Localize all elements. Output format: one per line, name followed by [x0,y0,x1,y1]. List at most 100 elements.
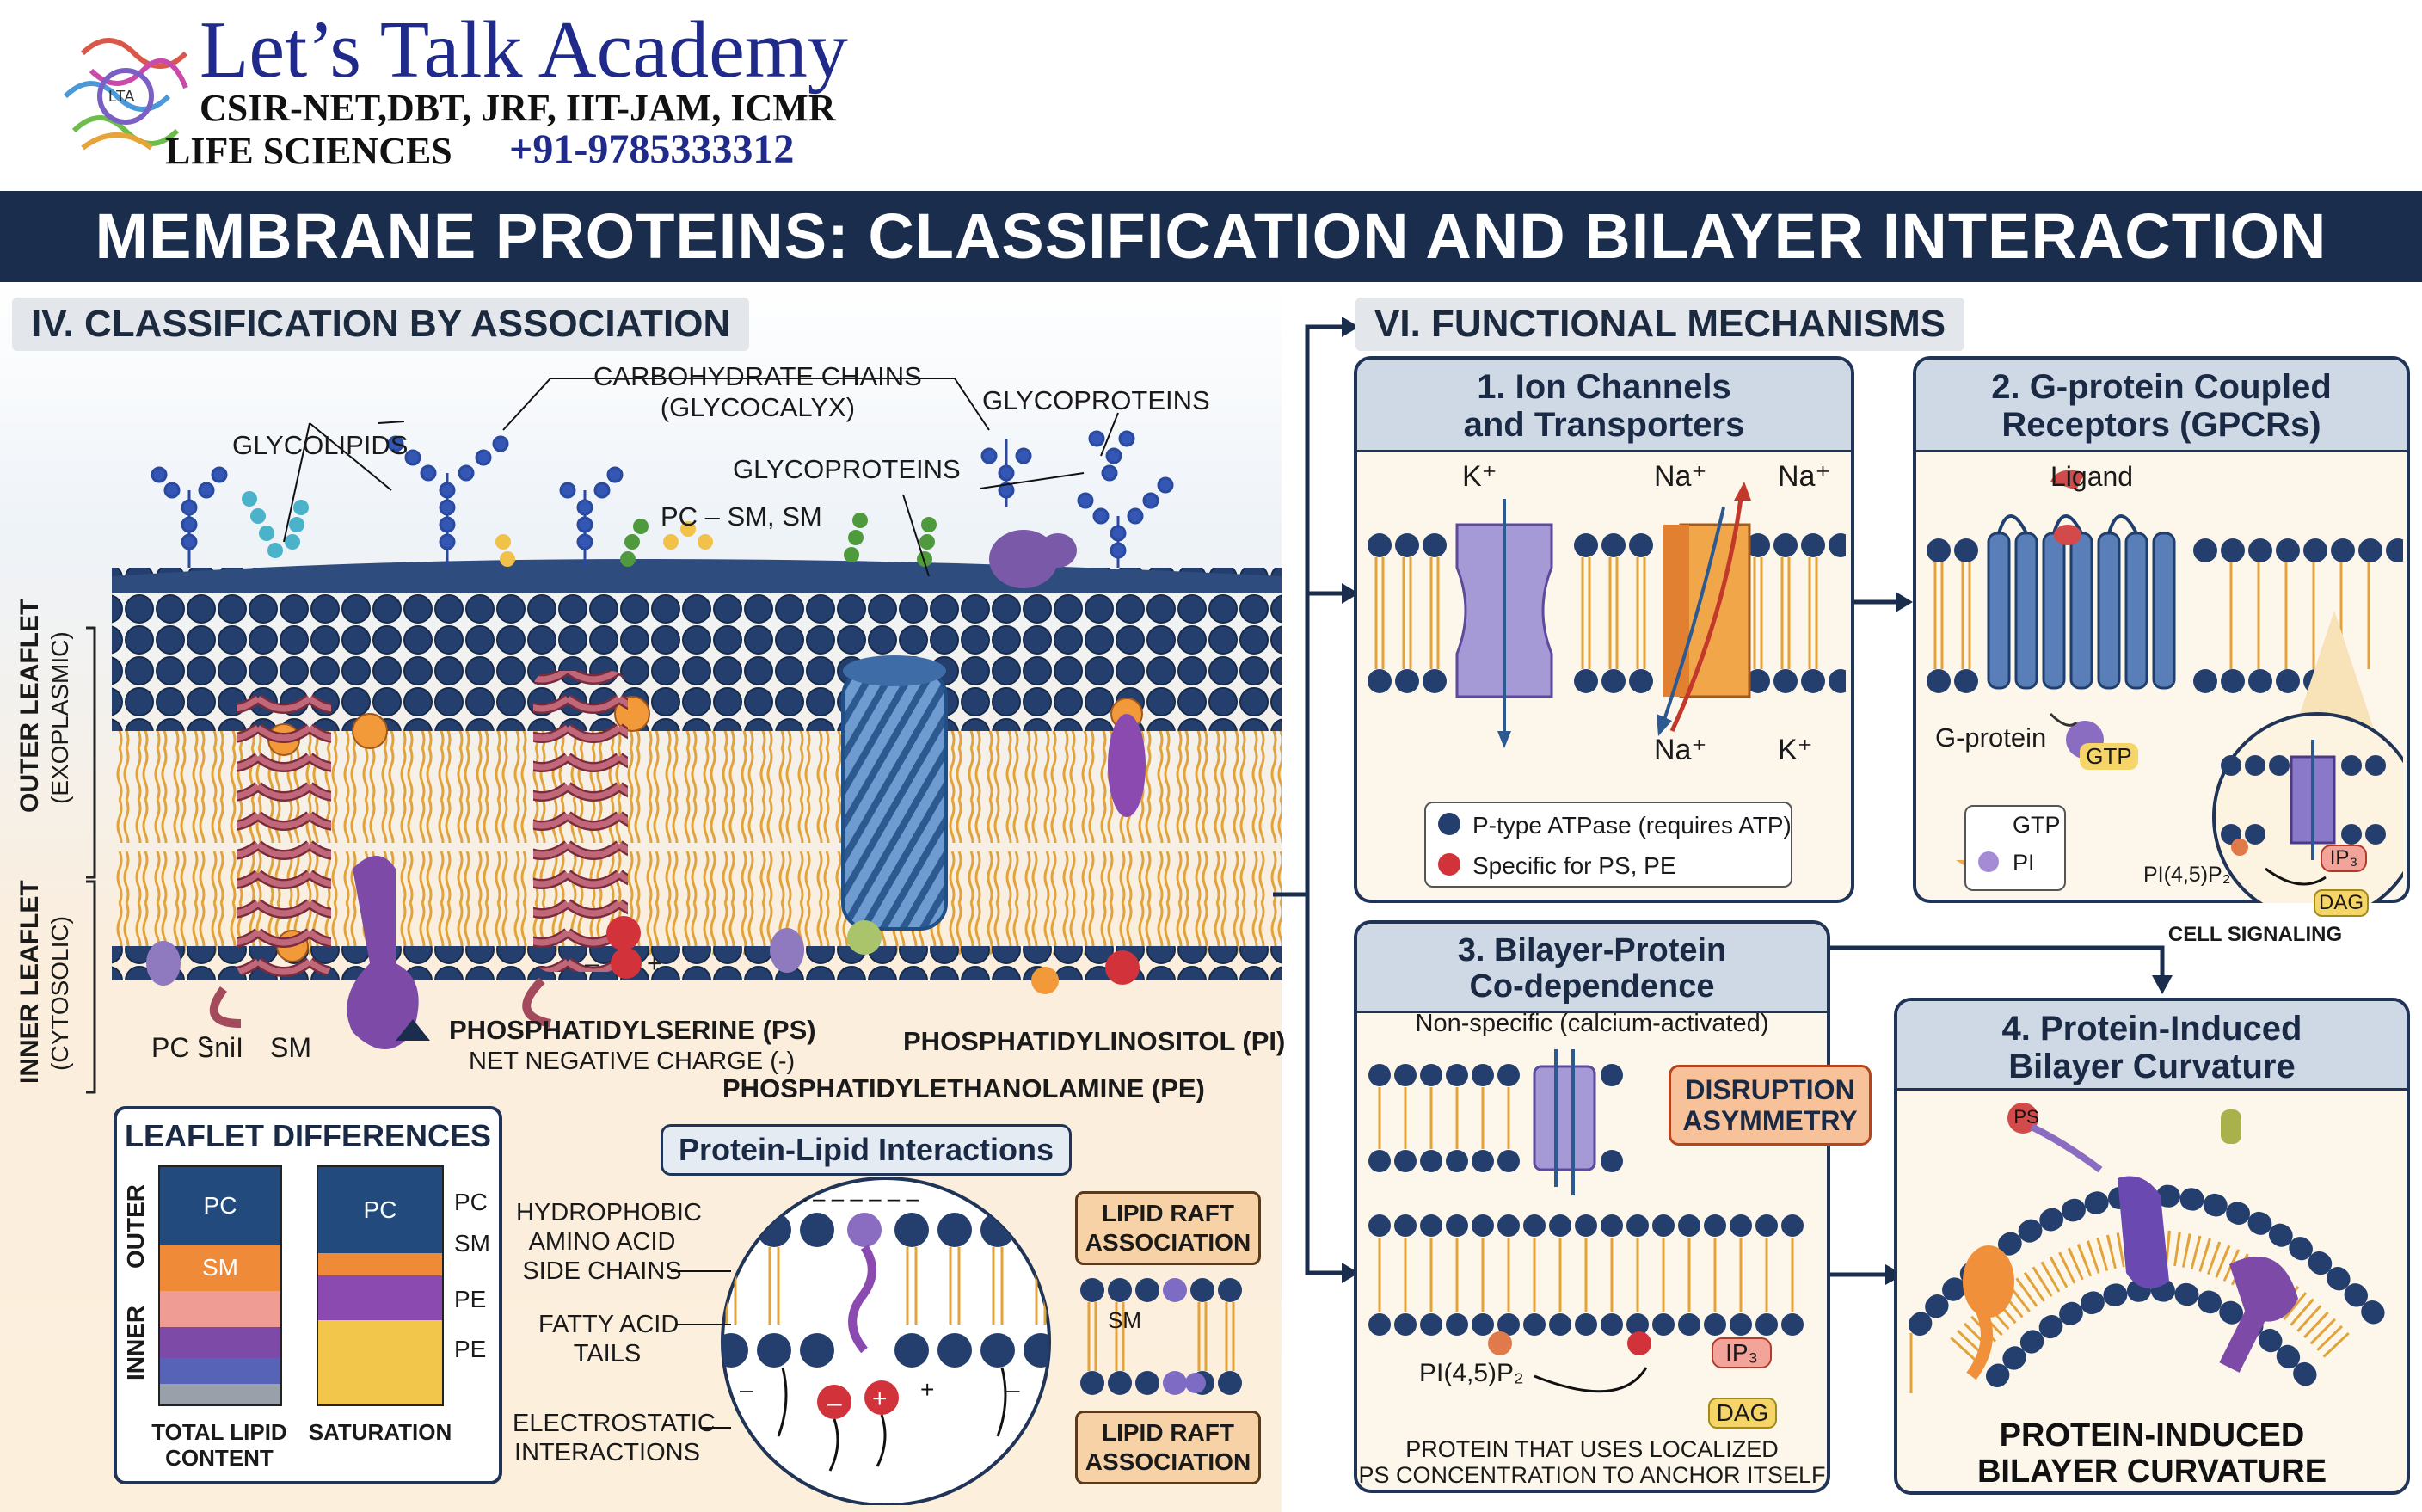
brand-exams: CSIR-NET,DBT, JRF, IIT-JAM, ICMR [200,87,836,129]
svg-text:–: – [740,1376,753,1403]
inner-leaflet-label: INNER LEAFLET [15,880,44,1084]
curvature-box: 4. Protein-Induced Bilayer Curvature [1894,998,2410,1495]
col1-sm: SM [160,1245,280,1291]
bilayer-protein-illustration [1368,1049,1804,1393]
ion-channels-title: 1. Ion Channels and Transporters [1357,360,1851,452]
total-lipid-bar: PC SM [158,1165,282,1406]
bilayer-ip3: IP₃ [1712,1337,1772,1368]
outer-leaflet-sub: (EXOPLASMIC) [46,631,73,804]
legend-blue-dot [1438,813,1460,835]
bilayer-pip2: PI(4,5)P₂ [1419,1359,1524,1387]
raft-top-label: LIPID RAFT ASSOCIATION [1075,1191,1261,1265]
disruption-asymmetry: DISRUPTION ASYMMETRY [1669,1065,1872,1146]
bilayer-subtitle: Non-specific (calcium-activated) [1415,1010,1769,1037]
bilayer-footer: PROTEIN THAT USES LOCALIZED PS CONCENTRA… [1358,1436,1826,1488]
brand-name: Let’s Talk Academy [200,5,848,95]
outer-axis-label: OUTER [122,1184,149,1269]
bilayer-protein-title: 3. Bilayer-Protein Co-dependence [1357,924,1827,1013]
pi-label: PHOSPHATIDYLINOSITOL (PI) [903,1026,1286,1056]
brand-subject: LIFE SCIENCES [165,130,452,172]
gpcr-ip3: IP₃ [2321,845,2367,872]
arrow-right-icon [1342,1263,1359,1283]
ion-legend1: P-type ATPase (requires ATP) [1472,812,1792,839]
gpcr-receptor-icon [1927,470,2403,903]
logo-text: LTA [108,88,134,105]
gpcr-dag: DAG [2314,889,2369,917]
glycoproteins-top-label: GLYCOPROTEINS [982,385,1210,415]
inner-axis-label: INNER [122,1305,149,1380]
lta-logo-icon: LTA [63,38,188,151]
arrow-right-icon [1342,583,1359,604]
col1-pc: PC [160,1167,280,1245]
protein-lipid-circle: – + – + – – – – – – – – – – [721,1177,1051,1505]
carbohydrate-label: CARBOHYDRATE CHAINS (GLYCOCALYX) [593,361,922,422]
ion-legend [1424,802,1792,888]
title-bar [0,191,2422,282]
gpcr-ligand: Ligand [2050,461,2134,492]
side-sm: SM [454,1230,490,1257]
side-pe2: PE [454,1336,487,1362]
gpcr-legend [1964,805,2066,891]
ion-na-top1: Na⁺ [1654,460,1707,493]
curvature-ps: PS [2013,1106,2039,1128]
footer-saturation: SATURATION [308,1419,452,1445]
curvature-footer: PROTEIN-INDUCED BILAYER CURVATURE [1976,1417,2327,1490]
side-pe1: PE [454,1286,487,1312]
ion-legend2: Specific for PS, PE [1472,852,1676,879]
arrow-right-icon [1342,317,1359,337]
hydrophobic-label: HYDROPHOBIC AMINO ACID SIDE CHAINS [516,1199,702,1285]
legend-red-dot [1438,853,1460,876]
arrow-right-icon [1854,592,1913,612]
gpcr-pip2: PI(4,5)P₂ [2143,863,2231,887]
pl-leader-lines [671,1270,731,1429]
svg-text:+: + [872,1385,888,1413]
svg-text:+: + [920,1376,934,1403]
bilayer-protein-box: 3. Bilayer-Protein Co-dependence [1354,920,1830,1493]
gpcr-gtp-badge: GTP [2080,743,2138,770]
pc-snil-label: PC ᏕniI [151,1032,244,1063]
ion-k-top: K⁺ [1462,460,1497,493]
arrow-down-icon [2152,975,2173,994]
curvature-illustration [1909,1103,2395,1393]
functional-heading: VI. FUNCTIONAL MECHANISMS [1355,298,1965,351]
svg-text:+: + [647,950,662,978]
main-title: MEMBRANE PROTEINS: CLASSIFICATION AND BI… [95,200,2327,272]
ps-sub-label: NET NEGATIVE CHARGE (-) [469,1048,796,1075]
gpcr-legend-pi: PI [2013,850,2035,876]
glycoproteins-mid-label: GLYCOPROTEINS [733,454,961,484]
sm-label: SM [270,1032,311,1063]
ps-label: PHOSPHATIDYLSERINE (PS) [449,1015,816,1045]
legend-pi-dot [1978,851,1999,872]
brand-phone: +91-9785333312 [509,126,795,172]
glycolipids-label: GLYCOLIPIDS [232,430,409,460]
col2-pc: PC [318,1167,442,1253]
ion-channel-icon [1368,482,1846,748]
outer-leaflet-label: OUTER LEAFLET [15,599,44,813]
cell-signaling: CELL SIGNALING [2167,923,2343,946]
fatty-acid-label: FATTY ACID TAILS [538,1311,679,1368]
gpcr-legend-gtp: GTP [2013,812,2061,838]
gpcr-gprotein: G-protein [1935,722,2047,753]
ion-k-bottom: K⁺ [1778,734,1813,766]
protein-lipid-title: Protein-Lipid Interactions [661,1124,1073,1176]
ion-na-bottom: Na⁺ [1654,734,1707,766]
raft-sm-label: SM [1108,1307,1141,1333]
footer-total-lipid: TOTAL LIPID CONTENT [151,1419,287,1471]
pe-label: PHOSPHATIDYLETHANOLAMINE (PE) [722,1073,1205,1103]
connector-arrows [1273,317,1359,1283]
pc-sm-label: PC – SM, SM [661,501,822,532]
gpcr-title: 2. G-protein Coupled Receptors (GPCRs) [1916,360,2407,452]
classification-heading: IV. CLASSIFICATION BY ASSOCIATION [12,298,750,351]
svg-text:–: – [1006,1376,1020,1403]
membrane-illustration: –+ [86,378,1282,1094]
svg-text:– – – – – – – – –: – – – – – – – – – [757,1185,919,1211]
electrostatic-label: ELECTROSTATIC INTERACTIONS [513,1410,716,1466]
raft-bottom-label: LIPID RAFT ASSOCIATION [1075,1411,1261,1484]
inner-leaflet-sub: (CYTOSOLIC) [46,916,73,1071]
bilayer-dag: DAG [1708,1398,1777,1429]
svg-text:–: – [827,1389,842,1417]
lipid-raft-icon [1080,1278,1242,1395]
svg-text:–: – [585,950,599,978]
saturation-bar: PC [317,1165,444,1406]
ion-na-top2: Na⁺ [1778,460,1831,493]
